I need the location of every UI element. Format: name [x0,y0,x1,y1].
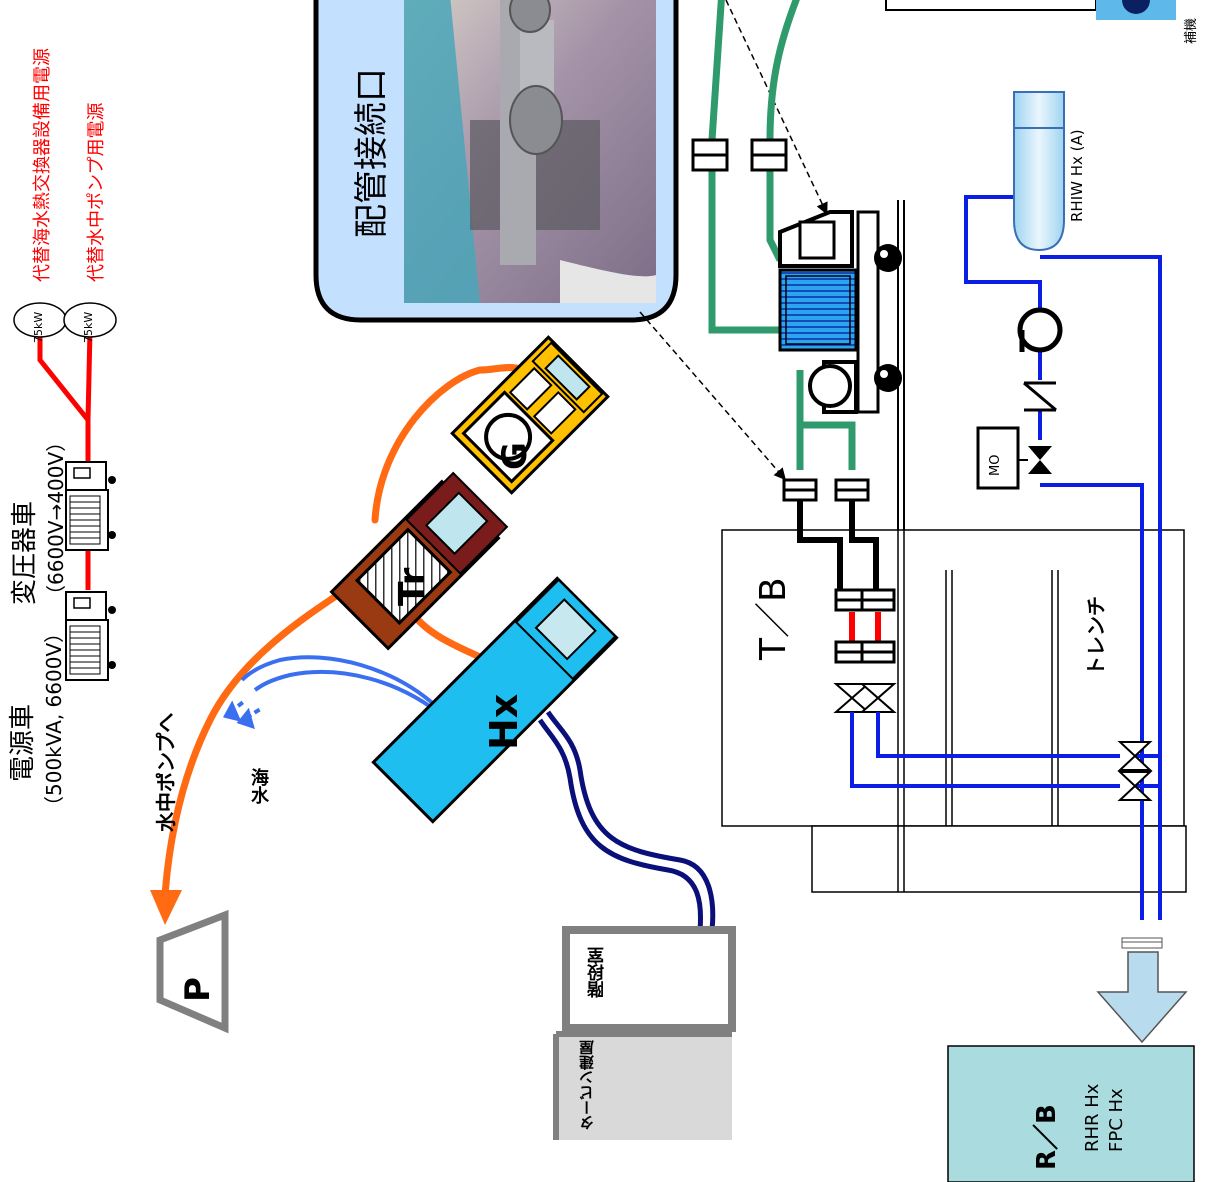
generator-symbol-label: G [495,442,535,470]
flange-couplings-2 [836,642,894,662]
seawater-label: 海水 [245,768,271,804]
hose-couplers [693,140,786,170]
load-75kw-label-2: 75kW [82,312,95,343]
orange-arrowhead [150,890,182,925]
blue-gate-valve [1120,742,1150,800]
transformer-vehicle-title: 変圧器車 [4,501,41,605]
trench-lines [898,530,1058,826]
tb-building-outline [722,530,1184,826]
rhiw-pump [1020,310,1060,352]
fpc-hx-label: FPC Hx [1106,1088,1127,1152]
rb-label: R／B [1026,1104,1063,1170]
transformer-vehicle [66,462,116,550]
top-right-box [886,0,1096,10]
to-submersible-pump-label: 水中ポンプへ [150,713,179,832]
submersible-pump-symbol [160,915,225,1028]
seawater-arrows [226,700,262,726]
tb-lower-box [812,826,1186,892]
flow-arrow-to-rb [1098,938,1186,1042]
gate-valves [836,684,894,712]
aux-text-label: 補機 [1180,18,1199,44]
rhiw-hx-label: RHIW Hx (A) [1068,129,1086,222]
power-for-pump-label: 代替水中ポンプ用電源 [82,103,108,282]
power-vehicle [66,592,116,680]
power-vehicle-title: 電源車 [2,704,39,782]
power-vehicle-spec: （500kVA, 6600V） [38,623,67,816]
rhr-hx-label: RHR Hx [1082,1084,1103,1152]
transformer-vehicle-spec: （6600V→400V） [40,432,69,605]
power-for-hx-label: 代替海水熱交換器設備用電源 [28,48,54,282]
pump-symbol-label: P [178,977,218,1002]
pipe-connection-label: 配管接続口 [344,68,393,238]
load-75kw-label-1: 75kW [32,312,45,343]
transformer-symbol-label: Tr [392,568,433,606]
rhiw-hx-tank [1014,92,1064,250]
rb-box [948,1046,1194,1182]
stairwell-label: 階段室 [585,947,610,998]
black-hoses [800,500,876,590]
mo-label: MO [988,455,1003,476]
turbine-roof-label: タービン建屋 [576,1040,597,1130]
hx-symbol-label: Hx [482,694,526,750]
check-valve [1024,383,1056,410]
red-pipe-segments [852,612,878,642]
tb-label: T／B [744,577,796,660]
seawater-pipes [242,657,445,718]
hx-discharge-pipes [540,712,713,960]
trench-label: トレンチ [1080,596,1109,676]
